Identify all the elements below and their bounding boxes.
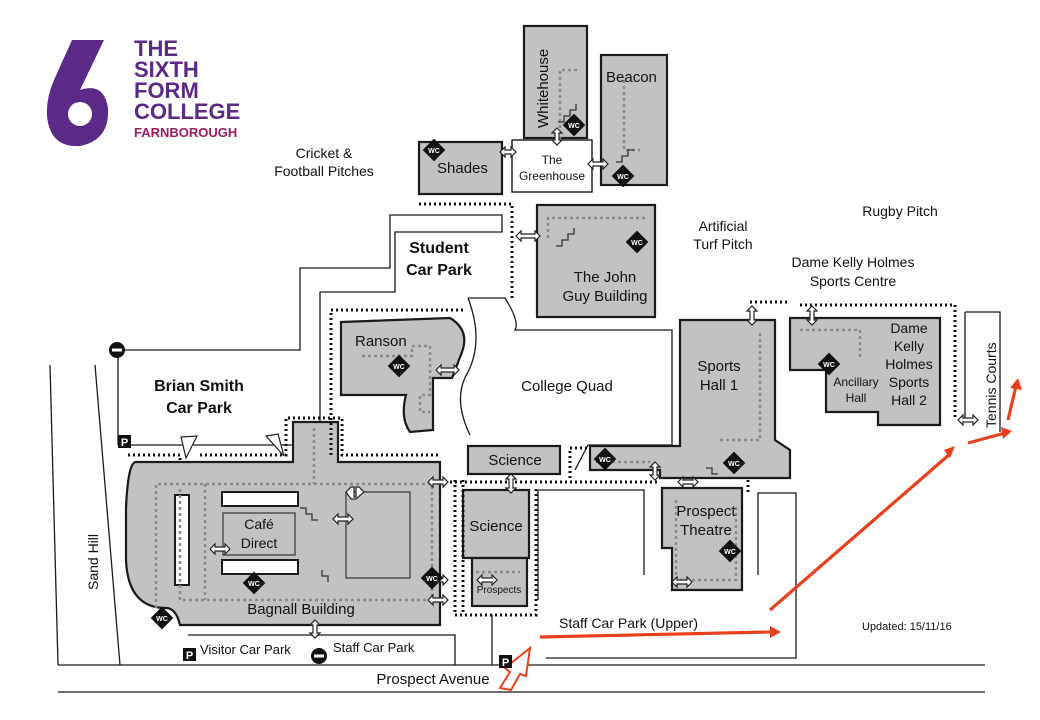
label-greenhouse-2: Greenhouse — [519, 169, 585, 183]
svg-text:WC: WC — [426, 576, 438, 583]
building-sports-hall-1 — [588, 318, 792, 480]
label-ancillary-2: Hall — [846, 391, 867, 405]
label-dkh-hall-2: Kelly — [894, 338, 924, 354]
label-bagnall: Bagnall Building — [247, 601, 355, 618]
label-cafe-2: Direct — [241, 535, 278, 551]
svg-text:WC: WC — [728, 461, 740, 468]
entrance-arrow — [498, 645, 532, 692]
logo-six-shape — [46, 40, 109, 147]
label-dkh-centre-2: Sports Centre — [810, 273, 897, 289]
label-prospect-theatre-1: Prospect — [676, 503, 736, 520]
parking-icon: P — [183, 648, 196, 662]
svg-text:WC: WC — [428, 148, 440, 155]
label-whitehouse: Whitehouse — [535, 49, 552, 128]
logo-line-form: FORM — [134, 78, 199, 103]
label-cricket-1: Cricket & — [296, 145, 353, 161]
label-shades: Shades — [437, 160, 488, 177]
logo-town: FARNBOROUGH — [134, 125, 237, 140]
label-ranson: Ranson — [355, 333, 407, 350]
label-tennis: Tennis Courts — [983, 342, 999, 428]
building-ranson — [339, 316, 466, 434]
svg-text:WC: WC — [599, 457, 611, 464]
internal-routes — [154, 68, 862, 608]
svg-text:P: P — [502, 657, 509, 669]
label-dkh-hall-3: Holmes — [885, 356, 932, 372]
label-prospect-avenue: Prospect Avenue — [376, 671, 489, 688]
svg-text:WC: WC — [248, 581, 260, 588]
label-visitor-cp: Visitor Car Park — [200, 642, 291, 657]
no-entry-icon — [109, 342, 125, 358]
svg-text:WC: WC — [617, 174, 629, 181]
label-beacon: Beacon — [606, 69, 657, 86]
label-science-block: Science — [469, 518, 522, 535]
label-student-cp-1: Student — [409, 240, 469, 257]
label-rugby: Rugby Pitch — [862, 203, 937, 219]
label-dkh-centre-1: Dame Kelly Holmes — [792, 254, 915, 270]
parking-icon: P — [499, 655, 512, 669]
wc-icon: WC — [150, 606, 174, 630]
label-john-guy-2: Guy Building — [562, 288, 647, 305]
svg-text:WC: WC — [568, 123, 580, 130]
parking-markers: P P P — [109, 342, 512, 669]
svg-text:WC: WC — [724, 549, 736, 556]
label-ancillary-1: Ancillary — [833, 375, 878, 389]
cafe-direct-room — [222, 512, 296, 556]
label-john-guy-1: The John — [574, 269, 637, 286]
svg-text:WC: WC — [631, 240, 643, 247]
label-artificial-1: Artificial — [698, 218, 747, 234]
label-student-cp-2: Car Park — [406, 262, 472, 279]
label-science-top: Science — [488, 452, 541, 469]
svg-text:P: P — [186, 650, 193, 662]
label-cricket-2: Football Pitches — [274, 163, 374, 179]
label-sports-hall-1b: Hall 1 — [700, 377, 738, 394]
building-dkh-sports-centre — [788, 316, 942, 427]
label-prospect-theatre-2: Theatre — [680, 522, 732, 539]
svg-text:WC: WC — [156, 616, 168, 623]
logo-six-hole — [68, 102, 92, 126]
label-staff-cp-upper: Staff Car Park (Upper) — [559, 615, 698, 631]
no-entry-icon — [311, 648, 327, 664]
door-arrows — [180, 127, 979, 692]
label-sports-hall-1a: Sports — [697, 358, 740, 375]
label-prospects: Prospects — [477, 585, 521, 596]
svg-text:WC: WC — [393, 364, 405, 371]
label-dkh-hall-5: Hall 2 — [891, 392, 927, 408]
college-logo: THE SIXTH FORM COLLEGE FARNBOROUGH — [46, 36, 240, 147]
visitor-route — [539, 378, 1022, 639]
label-brian-smith-1: Brian Smith — [154, 378, 244, 395]
building-john-guy — [535, 203, 657, 319]
label-sand-hill: Sand Hill — [85, 534, 101, 590]
label-dkh-hall-4: Sports — [889, 374, 929, 390]
logo-line-college: COLLEGE — [134, 99, 240, 124]
external-paths — [128, 202, 957, 617]
label-college-quad: College Quad — [521, 378, 613, 395]
roads — [49, 214, 1001, 693]
label-dkh-hall-1: Dame — [890, 320, 928, 336]
building-beacon — [599, 53, 669, 187]
label-artificial-2: Turf Pitch — [693, 236, 752, 252]
updated-note: Updated: 15/11/16 — [862, 621, 952, 633]
svg-text:P: P — [121, 437, 128, 449]
building-prospect-theatre — [660, 486, 744, 592]
parking-icon: P — [118, 435, 131, 449]
building-science-top — [466, 444, 562, 476]
label-greenhouse-1: The — [542, 153, 563, 167]
labels: Whitehouse Beacon Shades The Greenhouse … — [85, 49, 999, 688]
logo-line-the: THE — [134, 36, 178, 61]
label-cafe-1: Café — [244, 516, 274, 532]
label-brian-smith-2: Car Park — [166, 400, 232, 417]
label-staff-cp: Staff Car Park — [333, 640, 415, 655]
bagnall-courtyard — [345, 491, 411, 579]
svg-text:WC: WC — [823, 362, 835, 369]
logo-line-sixth: SIXTH — [134, 57, 199, 82]
